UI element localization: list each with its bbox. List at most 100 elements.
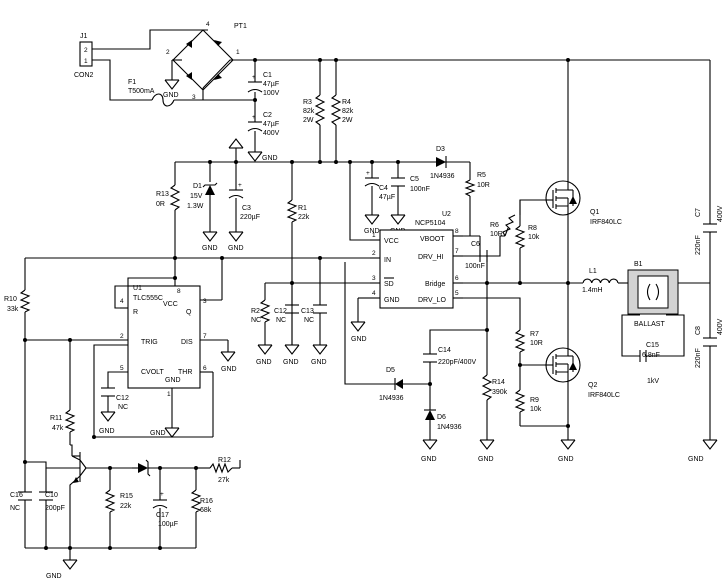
u1-pin7: 7 (203, 333, 207, 340)
r13-label: R13 (156, 191, 169, 198)
c12a-label: C12 (274, 308, 287, 315)
q1-value: IRF840LC (590, 219, 622, 226)
c5-value: 100nF (410, 186, 430, 193)
u1-value: TLC555C (133, 295, 163, 302)
u1-pin3: 3 (203, 298, 207, 305)
c8-value1: 220nF (695, 348, 702, 368)
gnd-label-c13: GND (311, 359, 327, 366)
q2-label: Q2 (588, 382, 597, 389)
r1-value: 22k (298, 214, 310, 221)
c16-label: C16 (10, 492, 23, 499)
r2-label: R2 (251, 308, 260, 315)
resistor-r7: R7 10R (514, 329, 543, 353)
u2-sd: SD (384, 281, 394, 288)
r7-label: R7 (530, 331, 539, 338)
r8-value: 10k (528, 234, 540, 241)
d3-value: 1N4936 (430, 173, 455, 180)
r3-value2: 2W (303, 117, 314, 124)
u2-vcc: VCC (384, 238, 399, 245)
u1-gnd: GND (165, 377, 181, 384)
gnd-label-d6: GND (421, 456, 437, 463)
r11-value: 47k (52, 425, 64, 432)
resistor-r5: R5 10R (464, 172, 490, 197)
c6-value: 100nF (465, 263, 485, 270)
capacitor-c14: C14 220pF/400V (423, 347, 476, 366)
u2-pin1: 1 (372, 232, 376, 239)
gnd-label-u2: GND (351, 336, 367, 343)
u1-pin2: 2 (120, 333, 124, 340)
capacitor-c4: + C4 47µF GND (364, 170, 395, 235)
c12b-value: NC (118, 404, 128, 411)
u1-pin4: 4 (120, 298, 124, 305)
ballast-label: BALLAST (634, 321, 665, 328)
r12-value: 27k (218, 477, 230, 484)
ic-u1-tlc555c: U1 TLC555C R VCC Q TRIG DIS CVOLT THR GN… (114, 285, 237, 438)
c13-label: C13 (301, 308, 314, 315)
c7-label: C7 (695, 208, 702, 217)
gnd-label-r14: GND (478, 456, 494, 463)
c1-value2: 100V (263, 90, 280, 97)
gnd-label-c12a: GND (283, 359, 299, 366)
capacitor-c3: + C3 220µF GND (228, 138, 260, 252)
l1-value: 1.4mH (582, 287, 603, 294)
resistor-r1: R1 22k (286, 199, 310, 223)
c15-label: C15 (646, 342, 659, 349)
f1-label: F1 (128, 79, 136, 86)
capacitor-c12-bottom: C12 NC GND (99, 387, 129, 435)
capacitor-c17: + C17 100µF (152, 491, 178, 528)
capacitor-c2: + C2 47µF 400V GND (247, 112, 280, 162)
r8-label: R8 (528, 225, 537, 232)
r1-label: R1 (298, 205, 307, 212)
c14-label: C14 (438, 347, 451, 354)
r14-value: 390k (492, 389, 508, 396)
resistor-r16: R16 68k (190, 489, 213, 514)
resistor-r10: R10 33k (4, 289, 31, 313)
u2-drvlo: DRV_LO (418, 297, 446, 304)
gnd-label-r2: GND (256, 359, 272, 366)
r3-label: R3 (303, 99, 312, 106)
r4-label: R4 (342, 99, 351, 106)
u2-drvhi: DRV_HI (418, 254, 444, 261)
c4-plus: + (366, 170, 370, 177)
j1-label: J1 (80, 33, 88, 40)
j1-pin1-label: 1 (84, 58, 88, 65)
c8-label: C8 (695, 326, 702, 335)
pt1-pin2: 2 (166, 49, 170, 56)
capacitor-c10: C10 200pF GND (39, 491, 78, 580)
q1-label: Q1 (590, 209, 599, 216)
c7-value1: 220nF (695, 235, 702, 255)
resistor-r15: R15 22k (104, 489, 133, 513)
diode-d6: D6 1N4936 GND (421, 409, 462, 463)
ic-u2-ncp5104: U2 NCP5104 1 2 3 4 8 7 6 5 VCC IN SD GND… (350, 211, 463, 343)
gnd-label-c8: GND (688, 456, 704, 463)
resistor-r12: R12 27k (209, 457, 233, 484)
r9-value: 10k (530, 406, 542, 413)
r5-label: R5 (477, 172, 486, 179)
u2-pin7: 7 (455, 248, 459, 255)
u1-pin1: 1 (167, 391, 171, 398)
r16-value: 68k (200, 507, 212, 514)
u2-pin4: 4 (372, 290, 376, 297)
wires (24, 29, 711, 560)
gnd-label-pt1: GND (163, 92, 179, 99)
u1-cvolt: CVOLT (141, 369, 165, 376)
r3-value1: 82k (303, 108, 315, 115)
d6-value: 1N4936 (437, 424, 462, 431)
mosfet-q2: Q2 IRF840LC GND (545, 347, 620, 463)
u2-vboot: VBOOT (420, 236, 445, 243)
c4-label: C4 (379, 185, 388, 192)
resistor-r4: R4 82k 2W (330, 94, 354, 126)
resistor-r14: R14 390k GND (478, 374, 508, 463)
d1-label: D1 (193, 183, 202, 190)
r9-label: R9 (530, 397, 539, 404)
c3-plus: + (238, 182, 242, 189)
c15-value1: 6.8nF (642, 352, 660, 359)
u2-value: NCP5104 (415, 220, 445, 227)
u2-label: U2 (442, 211, 451, 218)
r6-value: 10R (490, 231, 503, 238)
r15-label: R15 (120, 493, 133, 500)
mosfet-q1: Q1 IRF840LC (545, 180, 622, 226)
resistor-r9: R9 10k (514, 389, 542, 413)
c3-label: C3 (242, 205, 251, 212)
